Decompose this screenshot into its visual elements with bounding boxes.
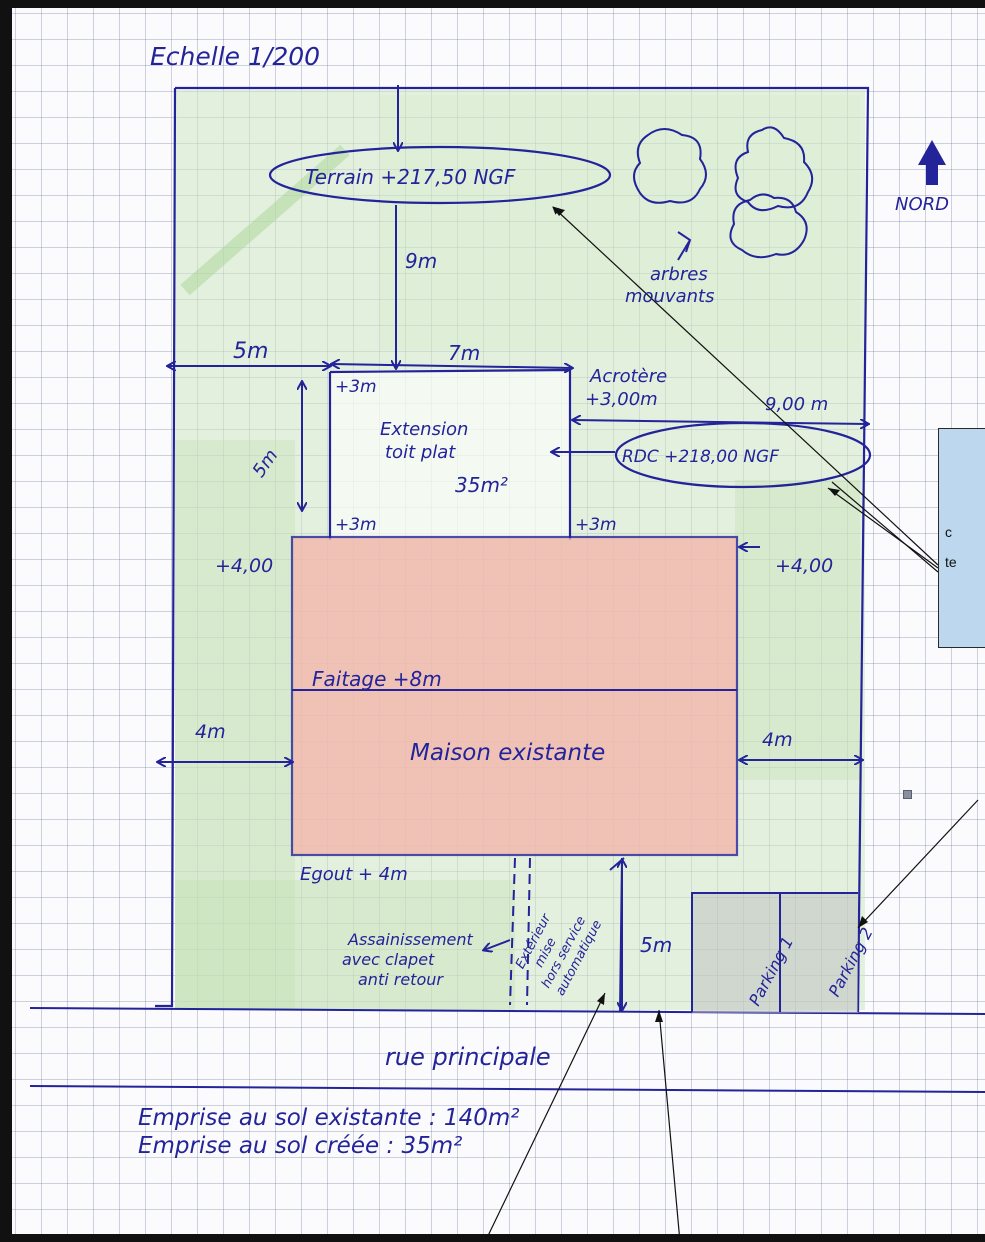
trees-label-line1: arbres xyxy=(650,264,708,285)
dim-4m-left: 4m xyxy=(195,721,226,743)
assainissement-line1: Assainissement xyxy=(347,930,474,949)
house-label: Maison existante xyxy=(410,740,605,766)
dim-7m-extension: 7m xyxy=(448,341,480,365)
dim-9-right: 9,00 m xyxy=(765,394,828,415)
extension-footprint xyxy=(330,370,570,538)
terrain-level-ellipse xyxy=(268,145,612,205)
callout-text-line2: te xyxy=(945,554,957,570)
parking-area xyxy=(692,893,858,1013)
height-ext-top-left: +3m xyxy=(335,377,377,397)
trees-icon xyxy=(633,126,814,261)
dim-5m-left: 5m xyxy=(233,339,268,364)
parking-outline xyxy=(691,892,858,1012)
acrotere-line2: +3,00m xyxy=(585,389,658,410)
drain-line-1 xyxy=(509,857,516,1006)
height-house-left: +4,00 xyxy=(215,555,273,577)
faitage-label: Faitage +8m xyxy=(312,667,442,691)
height-ext-bottom-right: +3m xyxy=(575,515,617,535)
rdc-level-label: RDC +218,00 NGF xyxy=(622,447,779,467)
extension-label-line1: Extension xyxy=(380,419,468,440)
street-line-bottom xyxy=(29,1085,985,1093)
callout-text-line1: c xyxy=(945,524,952,540)
dim-9m-top: 9m xyxy=(405,249,437,273)
street-label: rue principale xyxy=(385,1043,551,1071)
leader-arrowheads xyxy=(553,207,868,1022)
extension-area: 35m² xyxy=(455,473,508,497)
plot-boundary xyxy=(155,86,870,1013)
selection-handle-icon[interactable] xyxy=(903,790,912,799)
acrotere-line1: Acrotère xyxy=(589,366,667,387)
existing-house-footprint xyxy=(290,535,739,857)
north-arrow-icon xyxy=(918,140,946,185)
emprise-creee: Emprise au sol créée : 35m² xyxy=(138,1133,462,1159)
height-house-right: +4,00 xyxy=(775,555,833,577)
north-label: NORD xyxy=(895,194,949,215)
drain-line-2 xyxy=(526,857,531,1006)
trees-label-line2: mouvants xyxy=(625,286,714,307)
dim-4m-right: 4m xyxy=(762,729,793,751)
comment-callout: c te xyxy=(938,428,985,648)
extension-label-line2: toit plat xyxy=(385,442,456,463)
emprise-existante: Emprise au sol existante : 140m² xyxy=(138,1105,519,1131)
dim-5m-driveway: 5m xyxy=(640,933,672,957)
egout-label: Egout + 4m xyxy=(300,864,408,885)
assainissement-line2: avec clapet xyxy=(342,950,435,969)
dimension-lines xyxy=(158,85,868,1010)
lawn-area xyxy=(175,90,865,1010)
scale-label: Echelle 1/200 xyxy=(150,42,320,71)
height-ext-bottom-left: +3m xyxy=(335,515,377,535)
assainissement-line3: anti retour xyxy=(358,970,444,989)
leader-lines xyxy=(484,206,979,1242)
terrain-level-label: Terrain +217,50 NGF xyxy=(305,165,516,189)
